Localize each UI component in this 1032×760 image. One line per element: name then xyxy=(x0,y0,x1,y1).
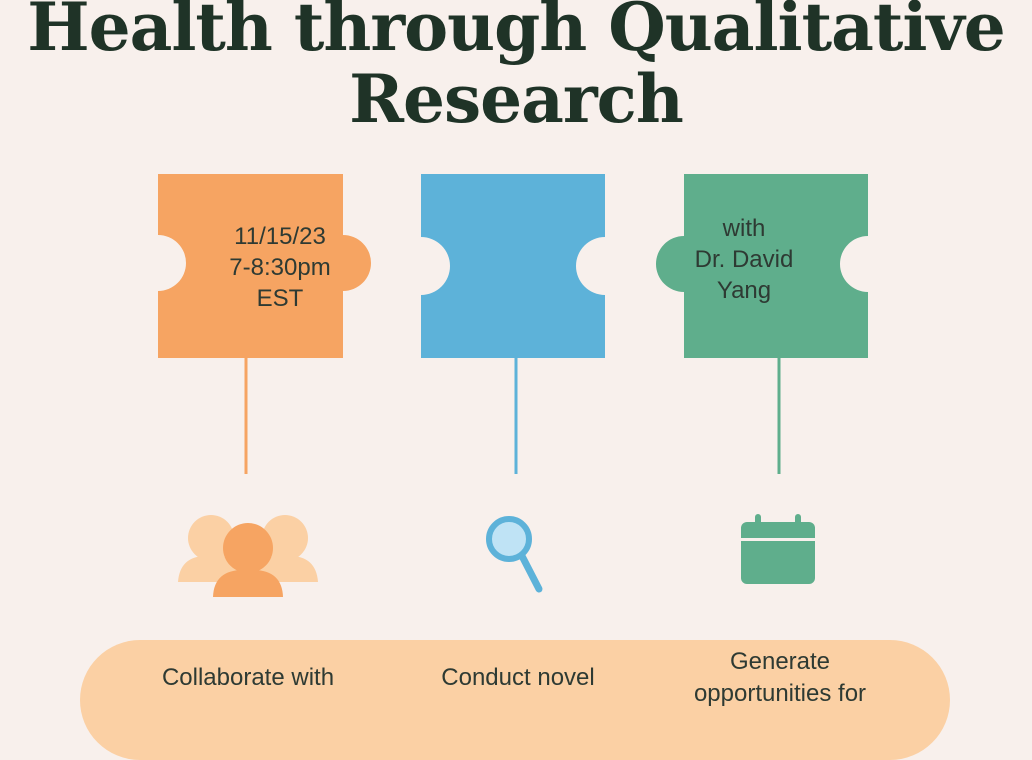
people-icon xyxy=(178,515,318,597)
calendar-icon xyxy=(741,514,815,584)
magnifier-icon xyxy=(486,516,543,593)
orange-piece-text: 11/15/23 7-8:30pm EST xyxy=(200,221,360,314)
title-line-1: Health through Qualitative xyxy=(27,0,1006,66)
date-text: 11/15/23 xyxy=(234,223,326,250)
puzzle-graphic xyxy=(158,174,868,474)
speaker-name-line-2: Yang xyxy=(716,277,772,304)
blue-puzzle-piece xyxy=(421,174,605,358)
orange-puzzle-piece xyxy=(158,174,371,358)
goal-generate-line-2: opportunities for xyxy=(693,680,867,707)
green-piece-text: with Dr. David Yang xyxy=(664,213,824,306)
title-line-2: Research xyxy=(349,60,684,138)
goal-generate: Generate opportunities for xyxy=(662,646,898,710)
timezone-text: EST xyxy=(256,285,304,312)
green-puzzle-piece xyxy=(656,174,868,358)
goal-collaborate: Collaborate with xyxy=(161,664,335,691)
time-text: 7-8:30pm xyxy=(229,254,331,281)
speaker-name-line-1: Dr. David xyxy=(694,246,794,273)
goal-conduct-research: Conduct novel xyxy=(441,664,595,691)
goal-generate-line-1: Generate xyxy=(729,648,831,675)
with-text: with xyxy=(722,215,766,242)
